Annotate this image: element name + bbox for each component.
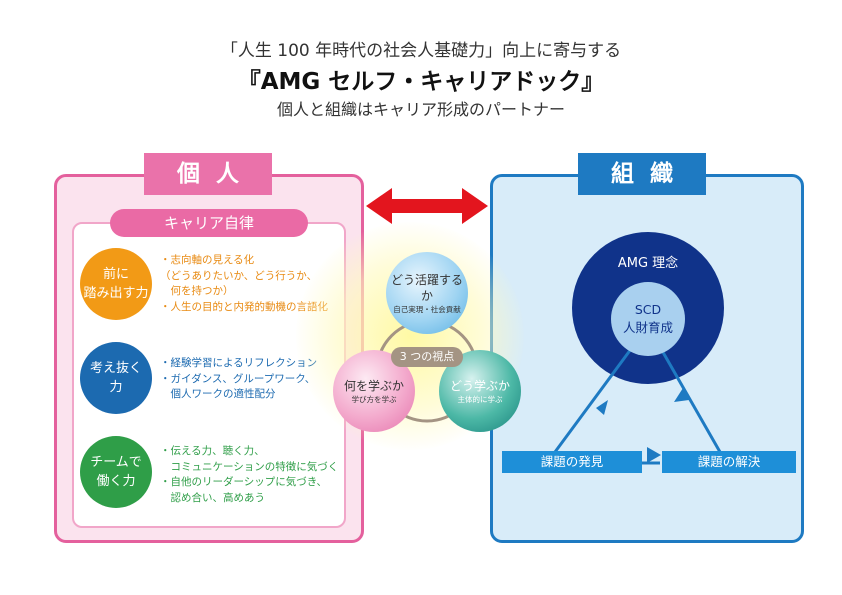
up-arrowhead-icon — [674, 388, 689, 402]
description-line: ・伝える力、聴く力、 — [160, 445, 265, 457]
cycle-arrows — [553, 325, 722, 465]
scd-label: SCD — [634, 302, 662, 317]
double-arrow-icon — [366, 188, 488, 224]
description-line: 何を持つか） — [160, 285, 234, 297]
circle-label-line: 踏み出す力 — [83, 286, 149, 301]
down-arrowhead-icon — [596, 400, 608, 415]
description-line: 認め合い、高めあう — [160, 491, 265, 504]
circle-label-line: 力 — [109, 380, 123, 395]
description-line: コミュニケーションの特徴に気づく — [160, 460, 339, 473]
think-through-circle: 考え抜く 力 — [80, 342, 152, 414]
ball-title: どう活躍するか — [390, 272, 463, 303]
header-subtitle: 「人生 100 年時代の社会人基礎力」向上に寄与する — [220, 41, 622, 61]
description-line: ・志向軸の見える化 — [160, 254, 255, 266]
ball-subtitle: 自己実現・社会貢献 — [393, 304, 461, 314]
teamwork-circle: チームで 働く力 — [80, 436, 152, 508]
hr-development-label: 人財育成 — [622, 320, 673, 335]
description-line: ・人生の目的と内発的動機の言語化 — [160, 300, 328, 313]
circle-label-line: 働く力 — [96, 474, 136, 489]
description-line: 個人ワークの適性配分 — [160, 388, 276, 400]
issue-discovery-box: 課題の発見 — [502, 451, 642, 473]
description-line: ・自他のリーダーシップに気づき、 — [160, 476, 328, 488]
how-to-thrive-ball: どう活躍するか 自己実現・社会貢献 — [386, 252, 468, 334]
ball-title: 何を学ぶか — [343, 378, 404, 393]
circle-label-line: 考え抜く — [89, 361, 142, 376]
amg-philosophy-label: AMG 理念 — [617, 256, 679, 271]
ball-subtitle: 主体的に学ぶ — [457, 394, 503, 404]
scd-circle: SCD 人財育成 — [611, 282, 685, 356]
individual-tab: 個人 — [144, 153, 272, 195]
ball-title: どう学ぶか — [449, 378, 510, 393]
page-title: 『AMG セルフ・キャリアドック』 — [237, 69, 605, 95]
issue-resolution-box: 課題の解決 — [662, 451, 796, 473]
three-perspectives-label: 3 つの視点 — [391, 347, 463, 367]
circle-label-line: チームで — [90, 455, 142, 470]
think-through-description: ・経験学習によるリフレクション ・ガイダンス、グループワーク、 個人ワークの適性… — [160, 356, 317, 403]
description-line: ・ガイダンス、グループワーク、 — [160, 372, 316, 385]
right-arrowhead-icon — [647, 447, 661, 463]
circle-label-line: 前に — [102, 267, 129, 282]
career-autonomy-label: キャリア自律 — [110, 209, 308, 237]
step-forward-circle: 前に 踏み出す力 — [80, 248, 152, 320]
teamwork-description: ・伝える力、聴く力、 コミュニケーションの特徴に気づく ・自他のリーダーシップに… — [160, 444, 338, 506]
description-line: （どうありたいか、どう行うか、 — [160, 269, 318, 282]
step-forward-description: ・志向軸の見える化 （どうありたいか、どう行うか、 何を持つか） ・人生の目的と… — [160, 253, 328, 315]
ball-subtitle: 学び方を学ぶ — [351, 394, 397, 404]
header-tagline: 個人と組織はキャリア形成のパートナー — [276, 100, 565, 119]
description-line: ・経験学習によるリフレクション — [160, 357, 318, 369]
organization-tab: 組織 — [578, 153, 706, 195]
